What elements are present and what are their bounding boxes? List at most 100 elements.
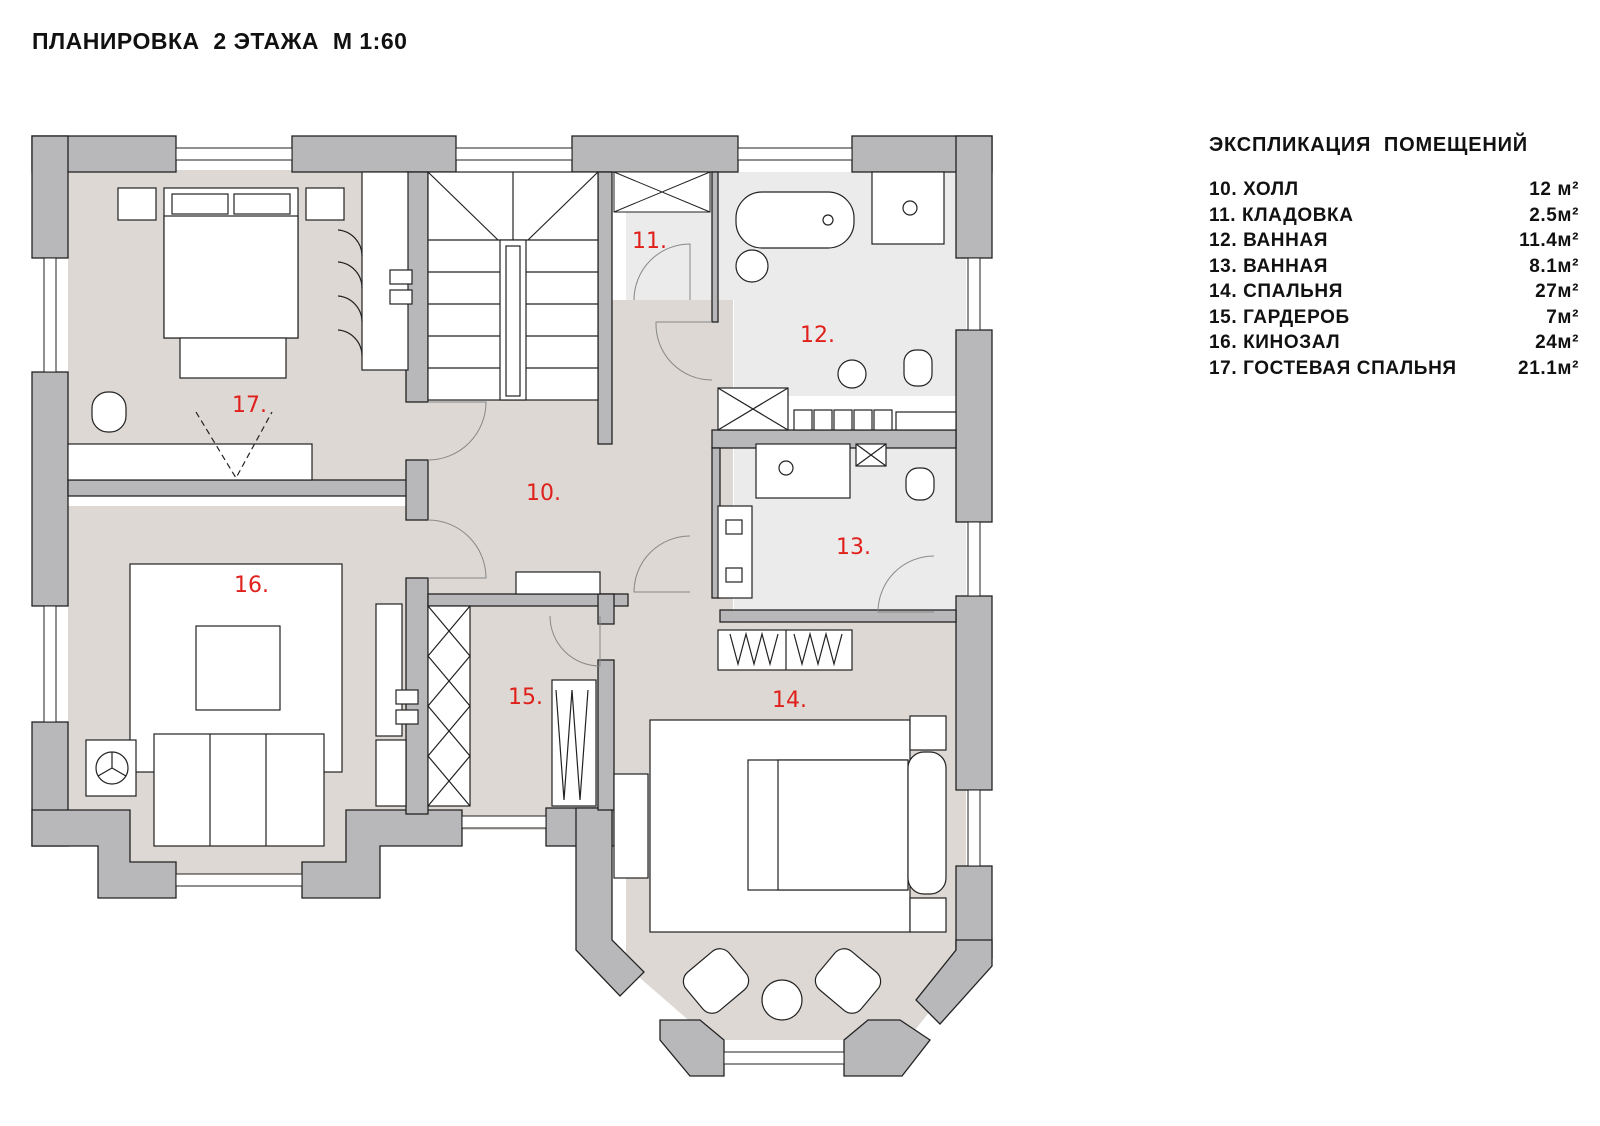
window-right-2	[967, 521, 981, 597]
room-14-furniture	[613, 715, 947, 1021]
room-15-furniture	[427, 571, 601, 807]
window-left-1	[43, 257, 57, 373]
wall-bay-right	[915, 939, 993, 1025]
room-label-11: 11.	[632, 229, 667, 254]
legend-room-area: 7м²	[1546, 306, 1579, 328]
legend-room-area: 12 м²	[1529, 179, 1579, 200]
room-label-17: 17.	[232, 393, 267, 418]
room-16-furniture	[85, 563, 419, 847]
dresser-14	[613, 773, 649, 879]
door-11	[633, 243, 691, 301]
door-12	[655, 321, 713, 381]
wall-bottom-left-bay	[31, 809, 177, 899]
legend-room-name: 10. ХОЛЛ	[1209, 179, 1299, 200]
nightstand-14-bottom	[909, 897, 947, 933]
armchair-14-left	[682, 948, 750, 1014]
legend-room-name: 15. ГАРДЕРОБ	[1209, 306, 1350, 328]
wall-right-2	[955, 329, 993, 523]
room-label-14: 14.	[772, 688, 807, 713]
room-label-15: 15.	[508, 685, 543, 710]
staircase	[427, 171, 599, 401]
legend-room-name: 13. ВАННАЯ	[1209, 255, 1329, 277]
legend-room-name: 11. КЛАДОВКА	[1209, 204, 1354, 226]
legend-room-name: 17. ГОСТЕВАЯ СПАЛЬНЯ	[1209, 357, 1457, 379]
door-13	[877, 555, 935, 613]
stove-12	[895, 411, 957, 431]
headboard-14	[907, 751, 947, 895]
nightstand-17-right	[305, 187, 345, 221]
nightstand-17-left	[117, 187, 157, 221]
console-hall	[515, 571, 601, 595]
wall-bay-left-corner	[659, 1019, 725, 1077]
window-left-2	[43, 605, 57, 723]
wall-int-15-right	[597, 593, 615, 625]
legend-room-area: 24м²	[1535, 332, 1579, 353]
legend-room-area: 11.4м²	[1519, 230, 1579, 251]
bathtub-drain	[822, 214, 834, 226]
window-top-1	[175, 147, 293, 161]
wall-right-3	[955, 595, 993, 791]
windows	[43, 147, 981, 1065]
table-16	[195, 625, 281, 711]
legend-room-area: 2.5м²	[1529, 204, 1579, 226]
door-17	[427, 401, 487, 461]
sink-12	[837, 359, 867, 389]
wall-int-13-bottom	[719, 609, 957, 623]
wall-left-2	[31, 371, 69, 607]
toilet-12	[903, 349, 933, 387]
room-label-10: 10.	[526, 481, 561, 506]
coffee-table-14	[761, 979, 803, 1021]
window-top-2	[455, 147, 573, 161]
wall-int-15-right2	[597, 659, 615, 811]
door-14	[633, 535, 691, 593]
legend-room-area: 21.1м²	[1518, 357, 1579, 379]
legend-room-area: 27м²	[1535, 281, 1579, 302]
legend-item: 11. КЛАДОВКА 2.5м²	[1209, 203, 1579, 229]
room-label-12: 12.	[800, 323, 835, 348]
room-label-13: 13.	[836, 535, 871, 560]
doors	[427, 321, 935, 667]
window-bottom-2	[461, 815, 547, 829]
wall-top-mid1	[291, 135, 457, 173]
legend-list: 10. ХОЛЛ 12 м² 11. КЛАДОВКА 2.5м² 12. ВАНН…	[1209, 177, 1579, 381]
nightstand-14-top	[909, 715, 947, 751]
wall-top-mid2	[571, 135, 739, 173]
legend-room-area: 8.1м²	[1529, 255, 1579, 277]
legend-room-name: 12. ВАННАЯ	[1209, 230, 1329, 251]
window-right-1	[967, 257, 981, 331]
shower-13	[755, 443, 851, 499]
legend-item: 14. СПАЛЬНЯ 27м²	[1209, 279, 1579, 305]
plan-title: ПЛАНИРОВКА 2 ЭТАЖА М 1:60	[32, 28, 408, 54]
storage-11-fixtures	[613, 171, 711, 301]
toilet-13	[905, 467, 935, 501]
bathroom-12-fixtures	[717, 171, 957, 431]
window-bottom-3	[723, 1051, 845, 1065]
room-17-furniture	[67, 171, 413, 481]
legend-room-name: 16. КИНОЗАЛ	[1209, 332, 1341, 353]
wall-bay-right-corner	[843, 1019, 931, 1077]
unit-16	[375, 739, 407, 807]
shower-drain	[902, 200, 918, 216]
legend-item: 10. ХОЛЛ 12 м²	[1209, 177, 1579, 203]
legend-item: 15. ГАРДЕРОБ 7м²	[1209, 305, 1579, 331]
window-top-3	[737, 147, 853, 161]
wall-int-17-16	[67, 479, 414, 497]
round-basin	[735, 249, 769, 283]
bathtub	[735, 191, 855, 249]
wall-int-11-12	[711, 171, 719, 323]
legend-item: 13. ВАННАЯ 8.1м²	[1209, 254, 1579, 280]
wall-int-stair-r	[597, 171, 613, 445]
closet-15-right	[551, 679, 597, 807]
wall-int-v1-mid	[405, 459, 429, 521]
wall-bottom-mid-bay	[301, 809, 463, 899]
legend-room-name: 14. СПАЛЬНЯ	[1209, 281, 1343, 302]
door-16	[427, 519, 487, 579]
window-right-3	[967, 789, 981, 867]
bathroom-13-fixtures	[717, 443, 935, 671]
door-15	[549, 615, 601, 667]
armchair-14-right	[814, 948, 882, 1014]
window-bottom-1	[175, 873, 303, 887]
wall-int-v1-top	[405, 171, 429, 403]
